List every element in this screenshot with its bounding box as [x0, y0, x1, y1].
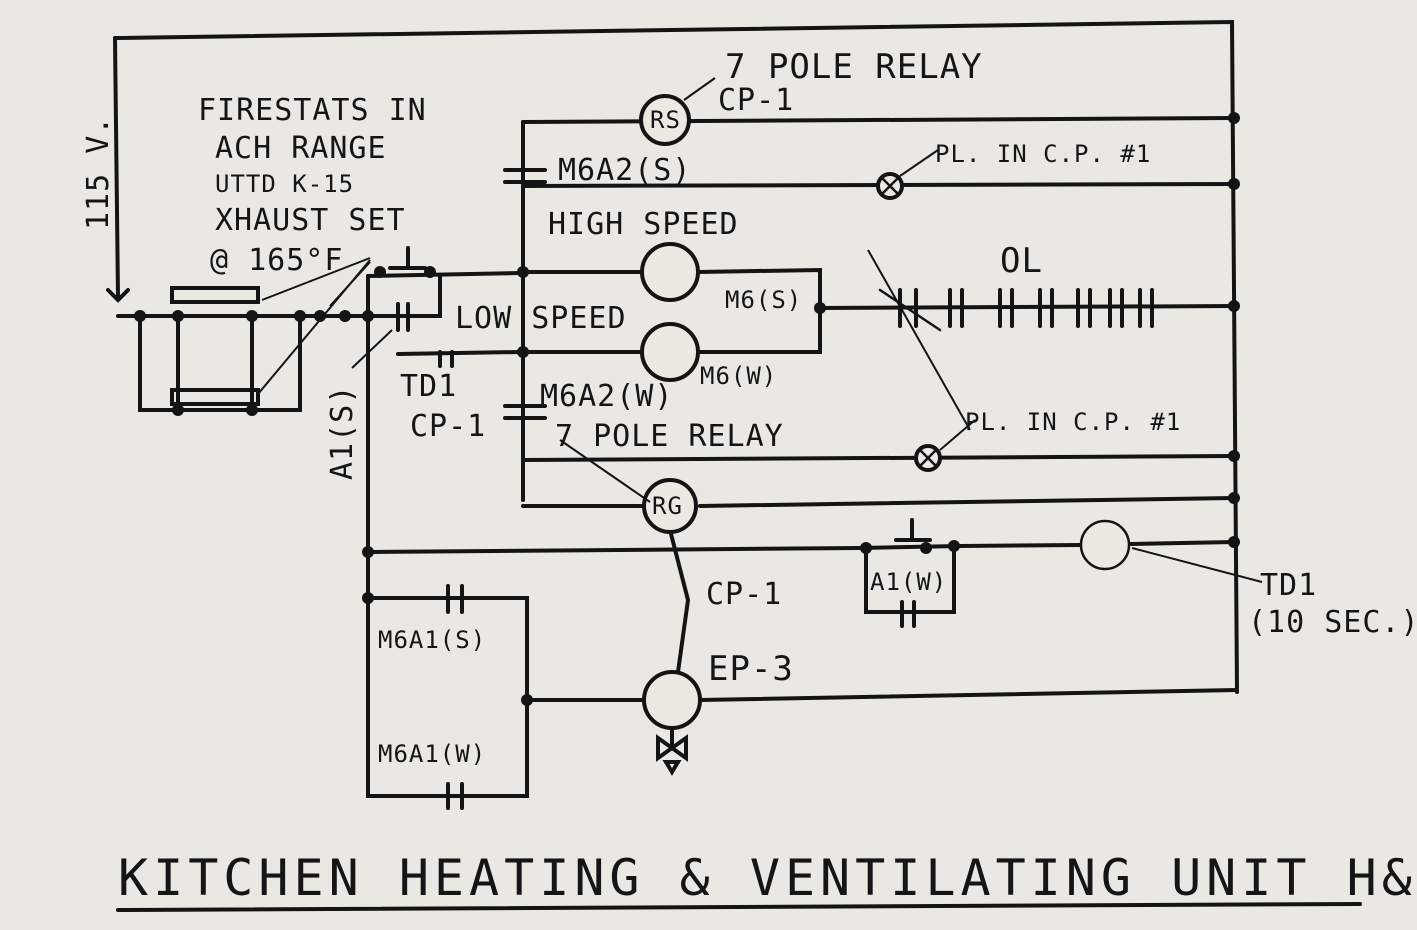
junctions [134, 112, 1240, 706]
ol-label: OL [1000, 241, 1043, 281]
labels: 115 V. FIRESTATS IN ACH RANGE UTTD K-15 … [81, 47, 1417, 768]
coils [639, 94, 1131, 730]
title-text: KITCHEN HEATING & VENTILATING UNIT H&V-1 [118, 849, 1417, 907]
firestats-label-2: ACH RANGE [215, 131, 387, 166]
firestats-label-3: UTTD K-15 [215, 170, 354, 198]
pilot-lights [876, 172, 942, 472]
relay-bottom-label: 7 POLE RELAY [555, 419, 784, 454]
relay-top-label: 7 POLE RELAY [725, 47, 983, 87]
td-right-label: TD1 [1260, 568, 1317, 603]
high-speed-label: HIGH SPEED [548, 207, 739, 242]
wires [106, 19, 1239, 798]
m6a1s-label: M6A1(S) [378, 626, 486, 654]
overload-contacts [878, 288, 1154, 332]
m6a2s-label: M6A2(S) [558, 153, 691, 188]
pilot-light-top-label: PL. IN C.P. #1 [935, 140, 1151, 168]
contacts [388, 168, 932, 810]
a1w-label: A1(W) [870, 568, 947, 596]
td-left-label: TD1 [400, 369, 457, 404]
cp1-left-label: CP-1 [410, 409, 486, 444]
firestats-label-4: XHAUST SET [215, 203, 406, 238]
relay-top-sub-label: CP-1 [718, 83, 794, 118]
cp1-mid-label: CP-1 [706, 577, 782, 612]
diagram-title: KITCHEN HEATING & VENTILATING UNIT H&V-1 [116, 849, 1417, 912]
td-right-sub-label: (10 SEC.) [1248, 605, 1417, 640]
coil-rg-label: RG [652, 492, 683, 520]
valve-symbol [656, 726, 688, 776]
supply-voltage-label: 115 V. [81, 116, 116, 230]
firestats-label-5: @ 165°F [210, 243, 343, 278]
leader-lines [257, 77, 1263, 583]
ep3-label: EP-3 [708, 649, 794, 689]
m6s-label: M6(S) [725, 286, 802, 314]
firestats-label-1: FIRESTATS IN [198, 93, 427, 128]
coil-rs-label: RS [650, 106, 681, 134]
a1s-label: A1(S) [325, 385, 360, 480]
m6a1w-label: M6A1(W) [378, 740, 486, 768]
pilot-light-bottom-label: PL. IN C.P. #1 [965, 408, 1181, 436]
m6a2w-label: M6A2(W) [540, 379, 673, 414]
m6w-label: M6(W) [700, 362, 777, 390]
low-speed-label: LOW SPEED [455, 301, 627, 336]
